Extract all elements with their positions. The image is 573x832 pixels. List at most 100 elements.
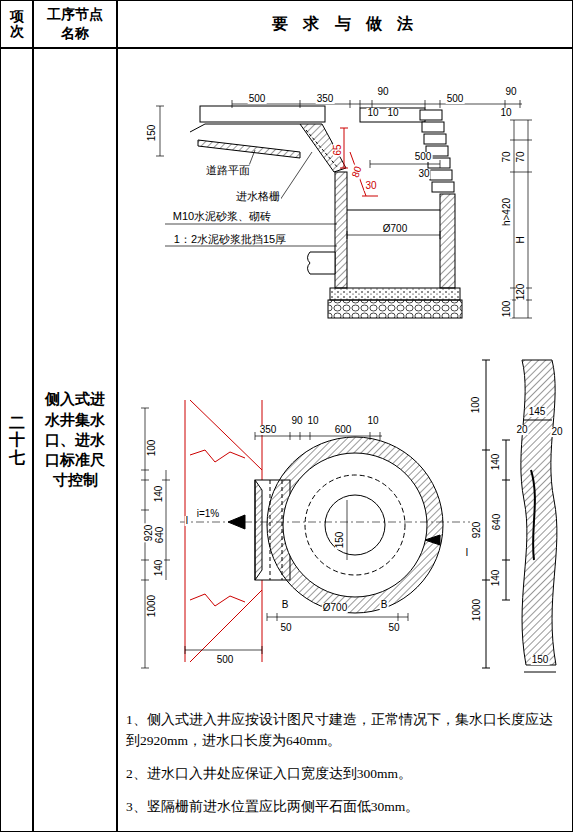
foundation <box>328 288 462 318</box>
dimension-line <box>185 646 262 654</box>
dimension-text: 10 <box>306 416 319 426</box>
inlet-grate <box>300 124 346 172</box>
dimension-text: 120 <box>516 283 526 302</box>
dimension-text: 640 <box>492 513 502 532</box>
callout-text: 道路平面 <box>205 165 251 176</box>
well-plan <box>180 437 470 613</box>
well-wall <box>335 108 455 288</box>
pipe <box>308 252 336 274</box>
dimension-text: 100 <box>147 439 157 458</box>
dimension-line <box>510 120 532 318</box>
table-cell: 要 求 与 做 法 <box>117 0 573 48</box>
dimension-text: 150 <box>147 124 157 143</box>
table-cell: 二十七 <box>0 48 33 832</box>
dimension-line <box>141 408 408 668</box>
dimension-text: 90 <box>504 87 517 97</box>
dimension-text: 145 <box>528 407 547 417</box>
cell-text: 项次 <box>10 9 24 40</box>
plan-frame <box>185 400 262 662</box>
plan-frame <box>190 450 245 606</box>
well-plan <box>305 475 405 575</box>
dimension-text: I <box>465 548 470 558</box>
dimension-text: 20 <box>515 425 528 435</box>
dimension-text: 140 <box>491 453 501 472</box>
dimension-line <box>232 100 522 108</box>
dimension-line <box>156 100 532 318</box>
dimension-text: Ø700 <box>322 603 348 613</box>
callout-text: M10水泥砂浆、砌砖 <box>172 211 272 222</box>
dimension-text: 140 <box>154 559 164 578</box>
dimension-text: 500 <box>414 152 433 162</box>
foundation <box>328 300 462 318</box>
dimension-text: 100 <box>471 396 481 415</box>
dimension-text: 10 <box>499 108 512 118</box>
dimension-text: 70 <box>502 150 512 163</box>
dimension-text: 50 <box>387 623 400 633</box>
section-view <box>482 360 490 668</box>
table-cell: 项次 <box>0 0 33 48</box>
road-slab <box>190 106 325 158</box>
well-plan <box>267 437 443 613</box>
section-view <box>482 360 557 672</box>
dimension-text: 10 <box>366 108 379 118</box>
table-cell: 侧入式进水井集水口、进水口标准尺寸控制 <box>33 48 117 832</box>
dimension-text: 500 <box>446 94 465 104</box>
pipe <box>308 252 336 274</box>
inlet-grate <box>300 124 346 172</box>
dimension-text: 150 <box>531 655 550 665</box>
dimension-text: 65 <box>333 143 343 156</box>
cell-text: 工序节点名称 <box>46 5 105 43</box>
dimension-text: 30 <box>417 169 430 179</box>
well-wall <box>432 182 454 192</box>
section-view <box>531 470 535 560</box>
dimension-text: 350 <box>259 425 278 435</box>
dimension-text: 100 <box>502 300 512 319</box>
well-plan <box>283 453 427 597</box>
section-view <box>524 420 556 672</box>
cell-text: 二十七 <box>9 414 25 467</box>
dimension-text: 10 <box>386 108 399 118</box>
dimension-text: 140 <box>491 569 501 588</box>
dimension-text: 1000 <box>472 598 482 622</box>
dimension-text: Ø700 <box>382 224 408 234</box>
dimension-text: h>420 <box>502 197 512 227</box>
plan-frame <box>185 400 262 662</box>
dimension-text: H <box>516 235 526 244</box>
foundation <box>330 288 460 300</box>
section-view <box>521 360 557 665</box>
gutter <box>255 480 262 580</box>
well-plan <box>228 515 440 545</box>
well-plan <box>180 522 470 523</box>
note-text: 1、侧入式进入井应按设计图尺寸建造，正常情况下，集水口长度应达到2920mm，进… <box>126 709 566 751</box>
note-text: 2、进水口入井处应保证入口宽度达到300mm。 <box>126 763 566 784</box>
well-wall <box>420 110 442 120</box>
dimension-line <box>267 613 408 621</box>
dimension-text: 350 <box>316 94 335 104</box>
dimension-text: I <box>185 516 190 526</box>
dimension-text: 90 <box>376 87 389 97</box>
dimension-text: B <box>380 600 389 610</box>
dimension-text: 500 <box>248 94 267 104</box>
cell-text: 侧入式进水井集水口、进水口标准尺寸控制 <box>43 389 108 490</box>
road-slab <box>198 140 300 158</box>
dimension-text: 500 <box>216 655 235 665</box>
red-dimension <box>350 152 378 196</box>
callout-text: 进水格栅 <box>235 191 281 202</box>
road-slab <box>200 106 325 122</box>
dimension-text: 10 <box>366 416 379 426</box>
note-text: 3、竖隔栅前进水位置应比两侧平石面低30mm。 <box>126 796 566 817</box>
dimension-text: i=1% <box>196 509 221 519</box>
section-view <box>502 440 510 600</box>
content-cell: 1、侧入式进入井应按设计图尺寸建造，正常情况下，集水口长度应达到2920mm，进… <box>117 48 573 832</box>
cell-text: 要 求 与 做 法 <box>272 13 417 35</box>
well-wall <box>347 210 440 211</box>
dimension-text: 920 <box>144 524 154 543</box>
road-slab <box>190 124 300 132</box>
well-wall <box>422 122 444 132</box>
well-plan <box>325 495 385 555</box>
dimension-text: 80 <box>350 164 364 180</box>
dimension-text: 150 <box>335 531 345 550</box>
dimension-text: B <box>281 600 290 610</box>
dimension-text: 920 <box>472 521 482 540</box>
dimension-text: 140 <box>154 485 164 504</box>
